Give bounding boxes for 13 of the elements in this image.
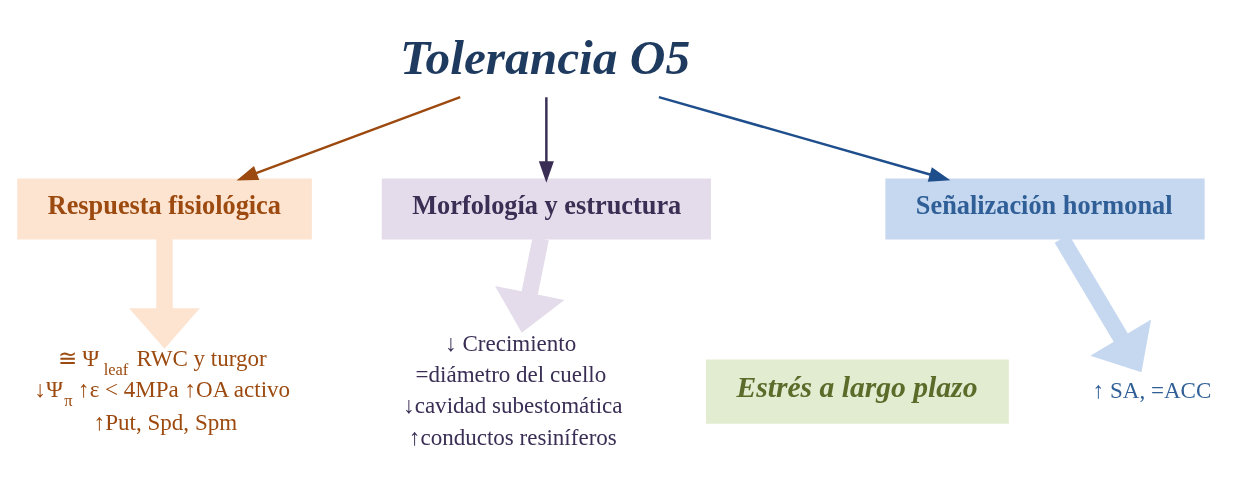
- node-box: Señalización hormonal: [885, 178, 1205, 240]
- node-text: ↑ SA, =ACC: [1092, 376, 1212, 403]
- node-text: ≅ Ψ$_{leaf}$ RWC y turgor ↓Ψ$_{π}$ ↑ε < 4MPa ↑OA activo ↑Put, Spd, Spm: [34, 344, 291, 435]
- arrow: [538, 97, 554, 183]
- arrow: [658, 95, 951, 182]
- arrow: [129, 238, 200, 349]
- node-box: Estrés a largo plazo: [706, 359, 1009, 424]
- arrow: [495, 237, 565, 333]
- arrow: [236, 95, 461, 181]
- node-text: ↓ Crecimiento =diámetro del cuello ↓cavidad subestomática ↑conductos resiníferos: [403, 329, 623, 450]
- node-box: Morfología y estructura: [381, 178, 711, 240]
- node-text: Tolerancia O5: [399, 30, 691, 86]
- node-box: Respuesta fisiológica: [17, 178, 312, 240]
